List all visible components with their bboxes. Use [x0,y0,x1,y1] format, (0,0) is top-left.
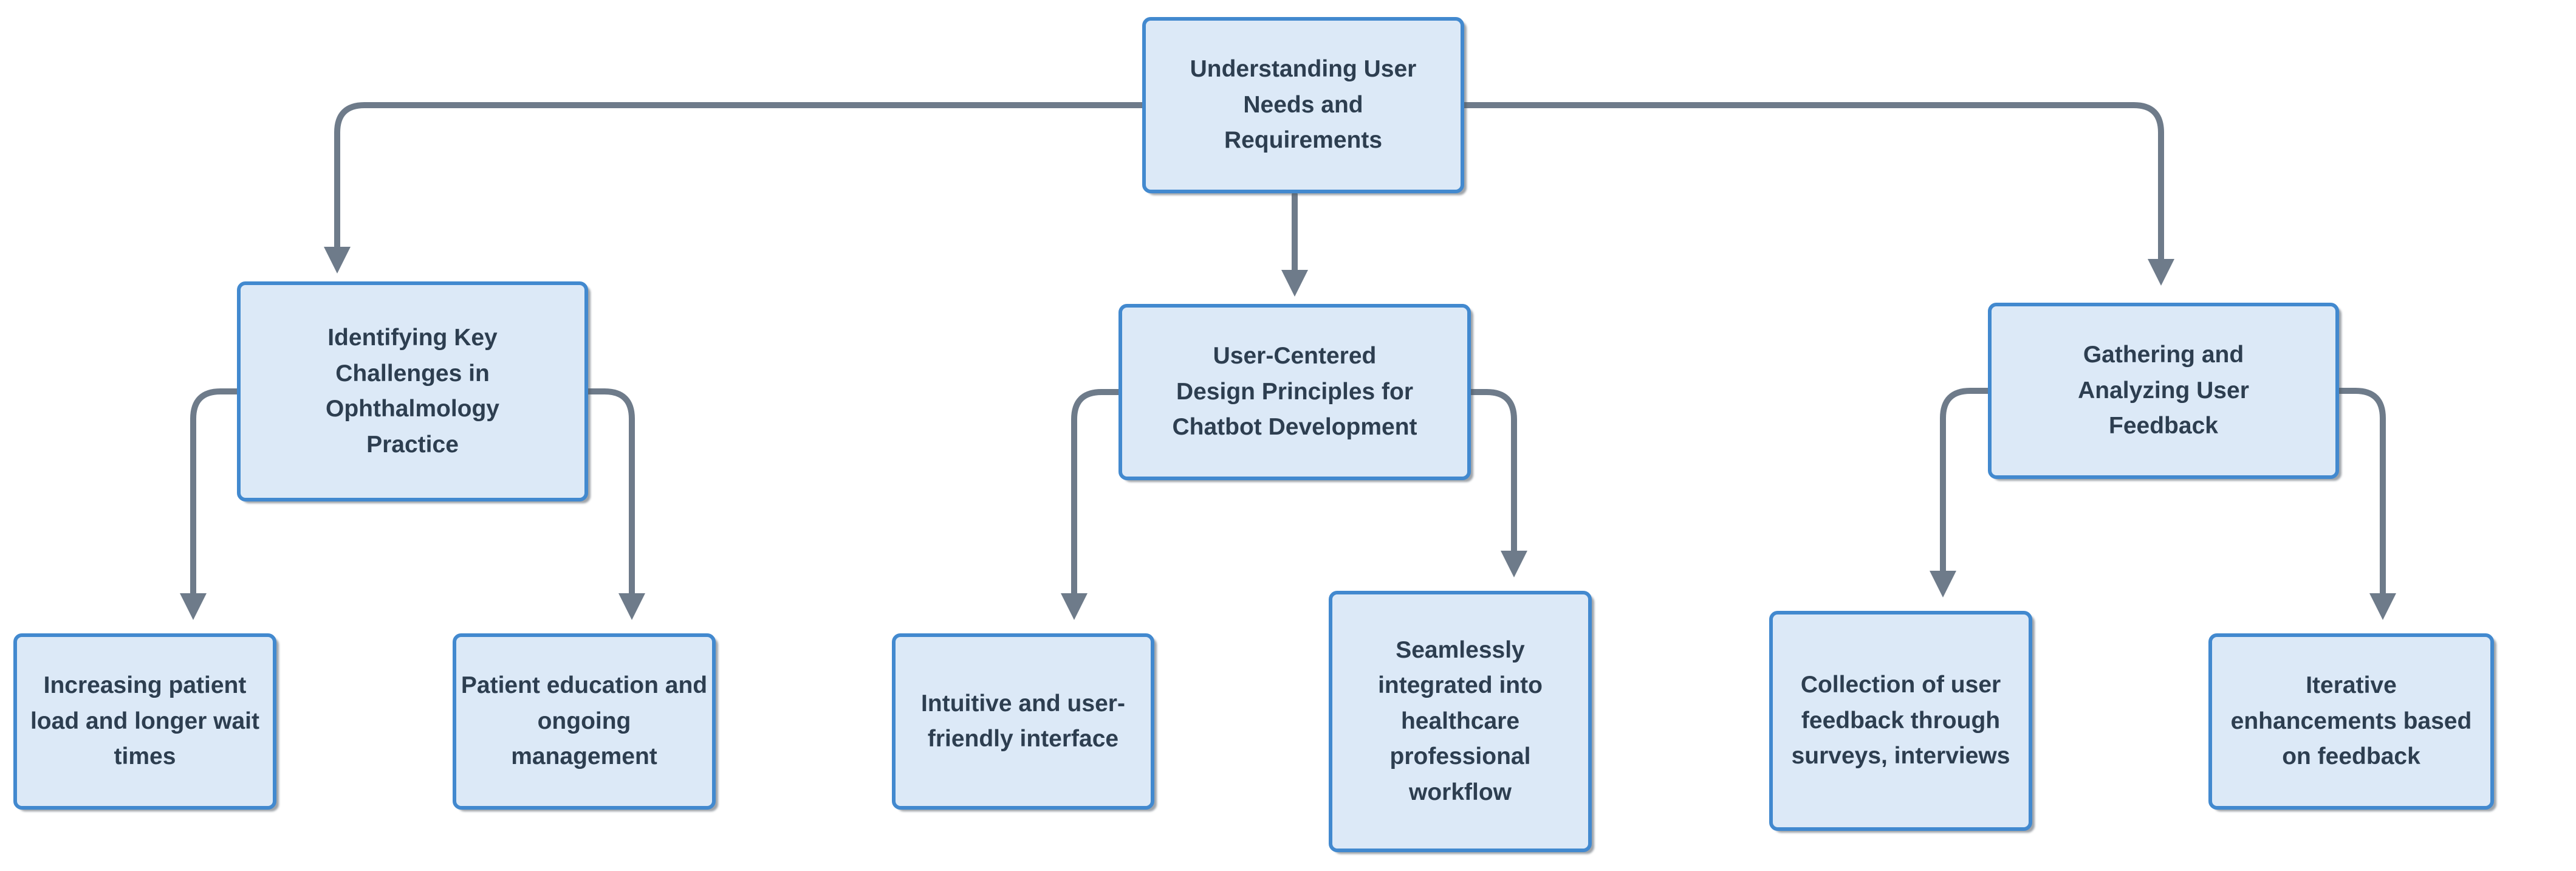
node-iterative-enhancements: Iterative enhancements based on feedback [2208,633,2494,810]
connector-gathering-to-iterative [2336,388,2386,596]
node-identifying-key-challenges: Identifying Key Challenges in Ophthalmol… [237,281,588,501]
connector-identifying-to-patient-load [190,388,240,596]
node-increasing-patient-load: Increasing patient load and longer wait … [13,633,276,810]
arrowhead-design-to-seamless-icon [1501,551,1527,577]
node-understanding-user-needs: Understanding User Needs and Requirement… [1142,17,1464,193]
arrowhead-gathering-to-collection-icon [1930,571,1956,597]
arrowhead-root-to-design-icon [1281,270,1308,297]
node-gathering-analyzing-feedback: Gathering and Analyzing User Feedback [1988,303,2339,479]
node-feedback-collection: Collection of user feedback through surv… [1769,611,2032,831]
arrowhead-identifying-to-patient-load-icon [180,593,207,620]
connector-identifying-to-patient-education [585,388,635,596]
node-intuitive-interface: Intuitive and user- friendly interface [892,633,1154,810]
node-user-centered-design: User-Centered Design Principles for Chat… [1118,304,1471,480]
connector-root-to-identifying [334,102,1145,250]
connector-design-to-seamless [1468,389,1517,554]
arrowhead-root-to-gathering-icon [2148,259,2174,286]
arrowhead-gathering-to-iterative-icon [2369,593,2396,620]
arrowhead-root-to-identifying-icon [324,247,351,274]
connector-gathering-to-collection [1940,388,1991,574]
node-patient-education: Patient education and ongoing management [453,633,716,810]
connector-root-to-gathering [1461,102,2164,262]
arrowhead-design-to-intuitive-icon [1061,593,1088,620]
node-seamless-integration: Seamlessly integrated into healthcare pr… [1329,591,1592,852]
arrowhead-identifying-to-patient-education-icon [618,593,645,620]
connector-design-to-intuitive [1071,389,1122,596]
